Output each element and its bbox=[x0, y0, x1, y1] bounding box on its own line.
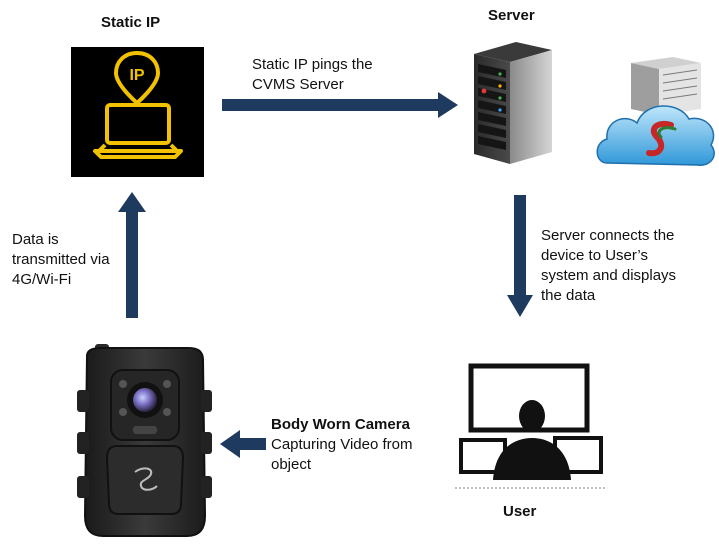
edge-label-line: transmitted via bbox=[12, 251, 110, 268]
edge-label-server-to-user: Server connects the device to User’s sys… bbox=[541, 226, 676, 306]
edge-label-line: Data is bbox=[12, 231, 59, 248]
edge-label-line: device to User’s bbox=[541, 247, 648, 264]
user-monitors-icon bbox=[455, 362, 605, 490]
edge-label-ip-to-server: Static IP pings the CVMS Server bbox=[252, 55, 373, 95]
edge-label-line: 4G/Wi-Fi bbox=[12, 271, 72, 288]
edge-label-camera-to-ip: Data is transmitted via 4G/Wi-Fi bbox=[12, 230, 110, 290]
static-ip-title: Static IP bbox=[101, 14, 161, 31]
camera-label: Body Worn Camera Capturing Video from ob… bbox=[271, 415, 412, 475]
edge-label-line: Server connects the bbox=[541, 227, 675, 244]
edge-label-line: the data bbox=[541, 287, 596, 304]
body-camera-icon bbox=[77, 340, 212, 540]
camera-title: Body Worn Camera bbox=[271, 416, 410, 433]
edge-label-line: system and displays bbox=[541, 267, 677, 284]
server-rack-icon bbox=[472, 36, 554, 166]
camera-subtitle-line: Capturing Video from bbox=[271, 436, 413, 453]
arrow-user-to-camera bbox=[220, 430, 266, 458]
ip-pin-label: IP bbox=[129, 67, 144, 84]
edge-label-line: Static IP pings the bbox=[252, 56, 373, 73]
user-title: User bbox=[503, 503, 537, 520]
static-ip-icon: IP bbox=[71, 47, 204, 177]
server-title: Server bbox=[488, 7, 535, 24]
arrow-server-to-user bbox=[507, 195, 533, 319]
arrow-camera-to-ip bbox=[118, 192, 146, 318]
arrow-ip-to-server bbox=[222, 92, 462, 118]
camera-subtitle-line: object bbox=[271, 456, 312, 473]
edge-label-line: CVMS Server bbox=[252, 76, 344, 93]
cloud-server-icon bbox=[593, 55, 719, 171]
